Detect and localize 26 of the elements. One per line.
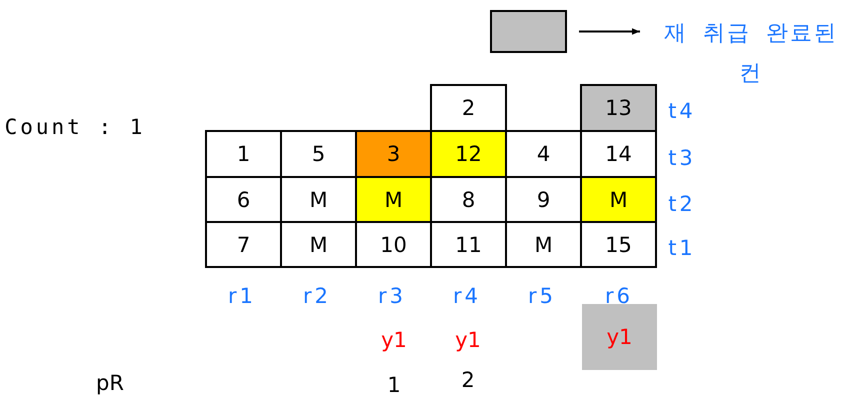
highlighted-label: y1 xyxy=(582,304,657,370)
sample-box xyxy=(490,10,567,53)
grid-cell: M xyxy=(580,176,657,223)
grid-cell: 7 xyxy=(205,221,282,268)
column-label: r4 xyxy=(453,284,481,308)
grid-cell: 3 xyxy=(355,130,432,178)
arrow xyxy=(579,28,640,35)
row-label: t2 xyxy=(668,192,696,216)
count-number: 2 xyxy=(461,368,475,392)
row-label: t3 xyxy=(668,146,696,170)
column-label: r2 xyxy=(303,284,331,308)
column-label: r1 xyxy=(228,284,256,308)
column-label: r5 xyxy=(528,284,556,308)
marker-label: y1 xyxy=(381,328,407,352)
grid-cell: 1 xyxy=(205,130,282,178)
grid-cell: 12 xyxy=(430,130,507,178)
grid-cell: M xyxy=(355,176,432,223)
count-text: Count : 1 xyxy=(4,115,146,139)
grid-cell: 13 xyxy=(580,84,657,132)
count-number: 1 xyxy=(387,373,401,397)
column-label: r3 xyxy=(378,284,406,308)
grid-cell: 15 xyxy=(580,221,657,268)
row-label: t4 xyxy=(668,99,696,123)
row-title: pR xyxy=(96,371,124,395)
marker-label: y1 xyxy=(455,328,481,352)
row-label: t1 xyxy=(668,236,696,260)
